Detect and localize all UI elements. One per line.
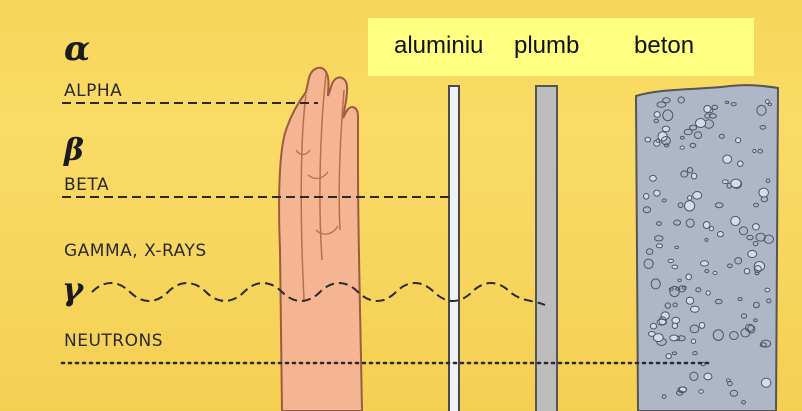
concrete-pebble [686, 297, 693, 304]
concrete-pebble [722, 180, 728, 184]
concrete-pebble [748, 250, 757, 257]
concrete-pebble [691, 339, 695, 343]
concrete-pebble [753, 224, 760, 230]
concrete-label: beton [634, 32, 694, 60]
gamma-symbol: γ [62, 270, 85, 308]
gamma-label: GAMMA, X-RAYS [64, 241, 207, 261]
concrete-pebble [672, 265, 678, 269]
concrete-pebble [701, 261, 709, 266]
concrete-pebble [704, 106, 711, 113]
concrete-pebble [753, 149, 756, 152]
aluminium-label: aluminiu [394, 32, 483, 60]
material-labels-banner: aluminiu plumb beton [368, 18, 754, 76]
concrete-pebble [706, 291, 710, 295]
alpha-label: ALPHA [64, 81, 122, 101]
concrete-pebble [656, 244, 662, 248]
concrete-pebble [696, 119, 706, 128]
concrete-pebble [766, 100, 770, 104]
concrete-pebble [765, 288, 770, 292]
alpha-symbol: α [64, 29, 90, 69]
concrete-pebble [703, 222, 710, 229]
concrete-pebble [645, 137, 651, 142]
concrete-pebble [699, 322, 705, 328]
concrete-pebble [654, 190, 660, 196]
concrete-pebble [693, 192, 702, 200]
concrete-pebble [713, 271, 717, 274]
beta-symbol: β [63, 133, 84, 168]
concrete-pebble [650, 175, 657, 181]
concrete-pebble [736, 138, 741, 143]
concrete-pebble [691, 306, 700, 312]
concrete-pebble [644, 194, 649, 200]
concrete-pebble [680, 146, 684, 149]
concrete-pebble [672, 317, 680, 323]
concrete-pebble [691, 173, 696, 179]
hand-barrier [279, 68, 362, 411]
concrete-pebble [650, 323, 656, 329]
beta-label: BETA [64, 175, 109, 195]
concrete-pebble [648, 332, 655, 337]
concrete-pebble [710, 227, 714, 231]
concrete-pebble [699, 390, 704, 394]
concrete-pebble [717, 232, 723, 237]
concrete-pebble [731, 216, 740, 225]
concrete-pebble [666, 354, 671, 359]
lead-label: plumb [514, 32, 579, 60]
concrete-pebble [675, 246, 679, 248]
concrete-pebble [678, 279, 681, 281]
concrete-pebble [731, 179, 741, 188]
concrete-pebble [761, 378, 770, 387]
concrete-pebble [723, 155, 732, 163]
concrete-pebble [685, 201, 695, 211]
neutrons-label: NEUTRONS [64, 331, 163, 351]
concrete-pebble [704, 373, 712, 380]
concrete-pebble [662, 126, 669, 132]
concrete-pebble [670, 335, 678, 341]
concrete-pebble [744, 269, 749, 274]
concrete-pebble [688, 196, 692, 201]
concrete-pebble [668, 259, 673, 262]
concrete-pebble [686, 274, 692, 280]
concrete-pebble [654, 112, 660, 118]
concrete-pebble [759, 188, 769, 197]
concrete-pebble [738, 161, 744, 166]
